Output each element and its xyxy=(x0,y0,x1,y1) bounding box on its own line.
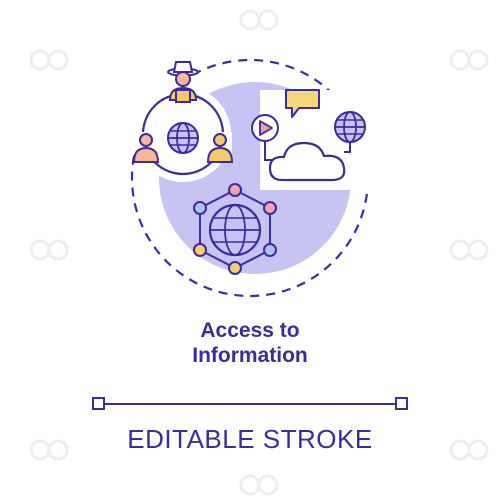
access-to-information-icon xyxy=(110,50,390,310)
play-icon xyxy=(251,114,279,142)
globe-icon xyxy=(334,111,366,143)
node-top-left xyxy=(193,201,207,215)
stroke-handle-right xyxy=(395,397,408,410)
network-globe-icon xyxy=(193,183,277,275)
concept-illustration xyxy=(130,58,380,298)
editable-stroke-label: EDITABLE STROKE xyxy=(127,424,373,454)
concept-title: Access to Information xyxy=(0,318,500,368)
person-left-icon xyxy=(132,132,160,163)
globe-icon xyxy=(167,122,199,154)
title-line-2: Information xyxy=(192,344,308,367)
user-network-icon xyxy=(132,61,234,176)
stroke-handle-left xyxy=(92,397,105,410)
title-line-1: Access to xyxy=(200,319,300,342)
cloud-media-icon xyxy=(251,89,366,182)
farmer-icon xyxy=(167,61,199,103)
speech-bubble-icon xyxy=(285,89,320,118)
node-top xyxy=(228,183,242,197)
node-bottom-left xyxy=(193,243,207,257)
node-bottom-right xyxy=(263,243,277,257)
node-top-right xyxy=(263,201,277,215)
person-right-icon xyxy=(206,132,234,163)
editable-stroke-line xyxy=(92,397,408,410)
node-bottom xyxy=(228,261,242,275)
cloud-icon xyxy=(268,141,346,182)
